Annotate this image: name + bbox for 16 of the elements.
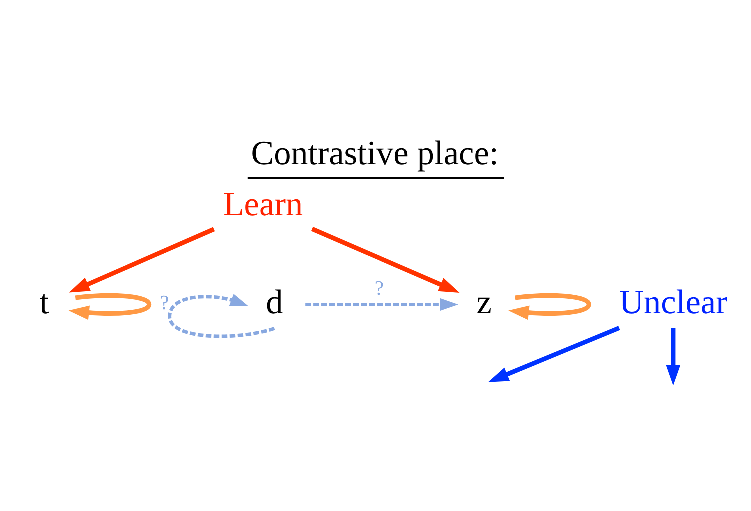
- arrow: [168, 294, 276, 338]
- node-text: t: [40, 284, 50, 322]
- arrow: [306, 298, 458, 312]
- arrow: [311, 227, 460, 293]
- node-text: Learn: [223, 186, 304, 224]
- arrow: [69, 227, 216, 293]
- arrow: [68, 293, 152, 320]
- edge-label: ?: [374, 278, 384, 300]
- node-text: d: [266, 284, 284, 322]
- arrow: [508, 293, 592, 320]
- diagram-title: Contrastive place:: [251, 136, 499, 173]
- node-text: Unclear: [619, 284, 728, 322]
- arrow: [488, 326, 620, 382]
- arrow: [666, 328, 681, 386]
- node-text: z: [476, 284, 492, 322]
- edge-label: ?: [160, 292, 170, 315]
